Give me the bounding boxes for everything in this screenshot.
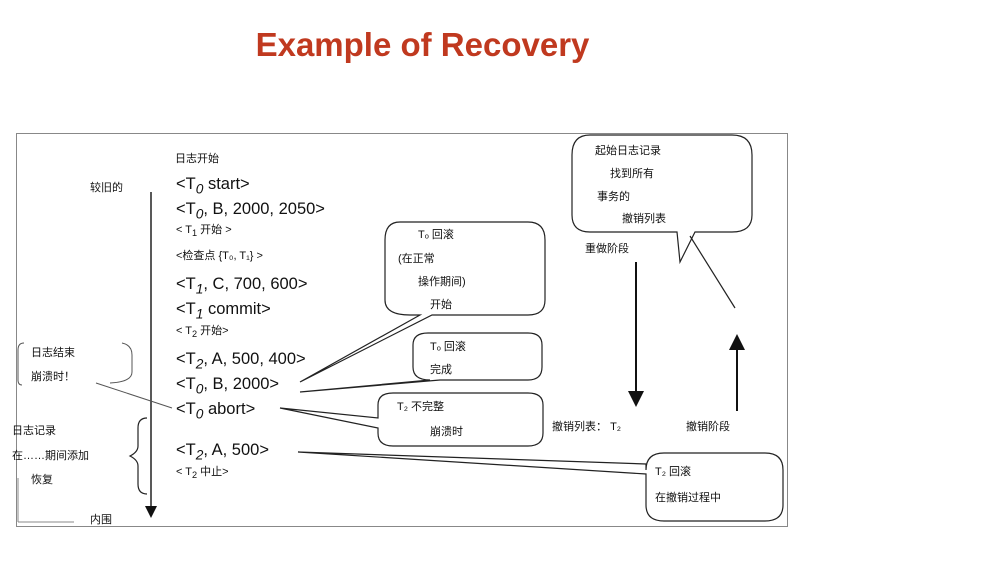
callout-undo-rollback-line1: T₂ 回滚 [655,466,692,478]
callout-rollback-done-line1: Tₒ 回滚 [430,341,466,353]
callout-rollback-begin-line4: 开始 [430,299,452,311]
added-during-label: 在……期间添加 [12,450,89,462]
callout-rollback-done-line2: 完成 [430,364,452,376]
recovery-brace [128,417,148,495]
callout-rollback-begin-line3: 操作期间) [418,276,466,288]
log-record-t1-c-update: <T1, C, 700, 600> [176,275,308,297]
log-start-label: 日志开始 [175,153,219,165]
log-record-t2-a-redo-only: <T2, A, 500> [176,441,269,463]
undo-list-item: T₂ [610,421,622,433]
callout-rollback-begin-line1: Tₒ 回滚 [418,229,454,241]
callout-undo-rollback-line2: 在撤销过程中 [655,492,721,504]
log-record-t0-b-redo-only: <T0, B, 2000> [176,375,280,397]
callout-start-record-line4: 撤销列表 [622,213,666,225]
callout-incomplete-line1: T₂ 不完整 [397,401,445,413]
log-end-label: 日志结束 [31,347,75,359]
log-record-t0-abort: <T0 abort> [176,400,256,422]
log-record-t1-commit: <T1 commit> [176,300,271,322]
slide-title: Example of Recovery [255,26,590,63]
callout-incomplete-line2: 崩溃时 [430,426,463,438]
log-record-t2-abort: < T2 中止> [176,466,229,481]
log-record-t0-start: <T0 start> [176,175,250,197]
redo-phase-label: 重做阶段 [585,243,629,255]
log-record-checkpoint: <检查点 {T₀, T₁} > [176,250,263,262]
callout-start-record-line1: 起始日志记录 [595,145,661,157]
callout-incomplete [279,392,544,447]
callout-start-record [571,134,753,265]
recovery-label: 恢复 [31,474,53,486]
log-recorded-label: 日志记录 [12,425,56,437]
callout-undo-rollback [297,451,784,522]
log-record-t2-a-update: <T2, A, 500, 400> [176,350,306,372]
crash-label: 崩溃时！ [31,371,75,383]
newer-label: 内围 [90,514,112,526]
log-record-t1-start: < T1 开始 > [176,224,232,239]
log-record-t2-start: < T2 开始> [176,325,229,340]
callout-rollback-begin-line2: (在正常 [398,253,435,265]
diagram-frame [16,133,788,527]
callout-start-record-line2: 找到所有 [610,168,654,180]
callout-start-record-line3: 事务的 [597,191,630,203]
undo-list-label: 撤销列表： T₂ [552,421,622,433]
callout-rollback-done [299,332,543,393]
log-record-t0-b-update: <T0, B, 2000, 2050> [176,200,325,222]
undo-phase-label: 撤销阶段 [686,421,730,433]
older-label: 较旧的 [90,182,123,194]
callout-rollback-begin [299,221,546,383]
